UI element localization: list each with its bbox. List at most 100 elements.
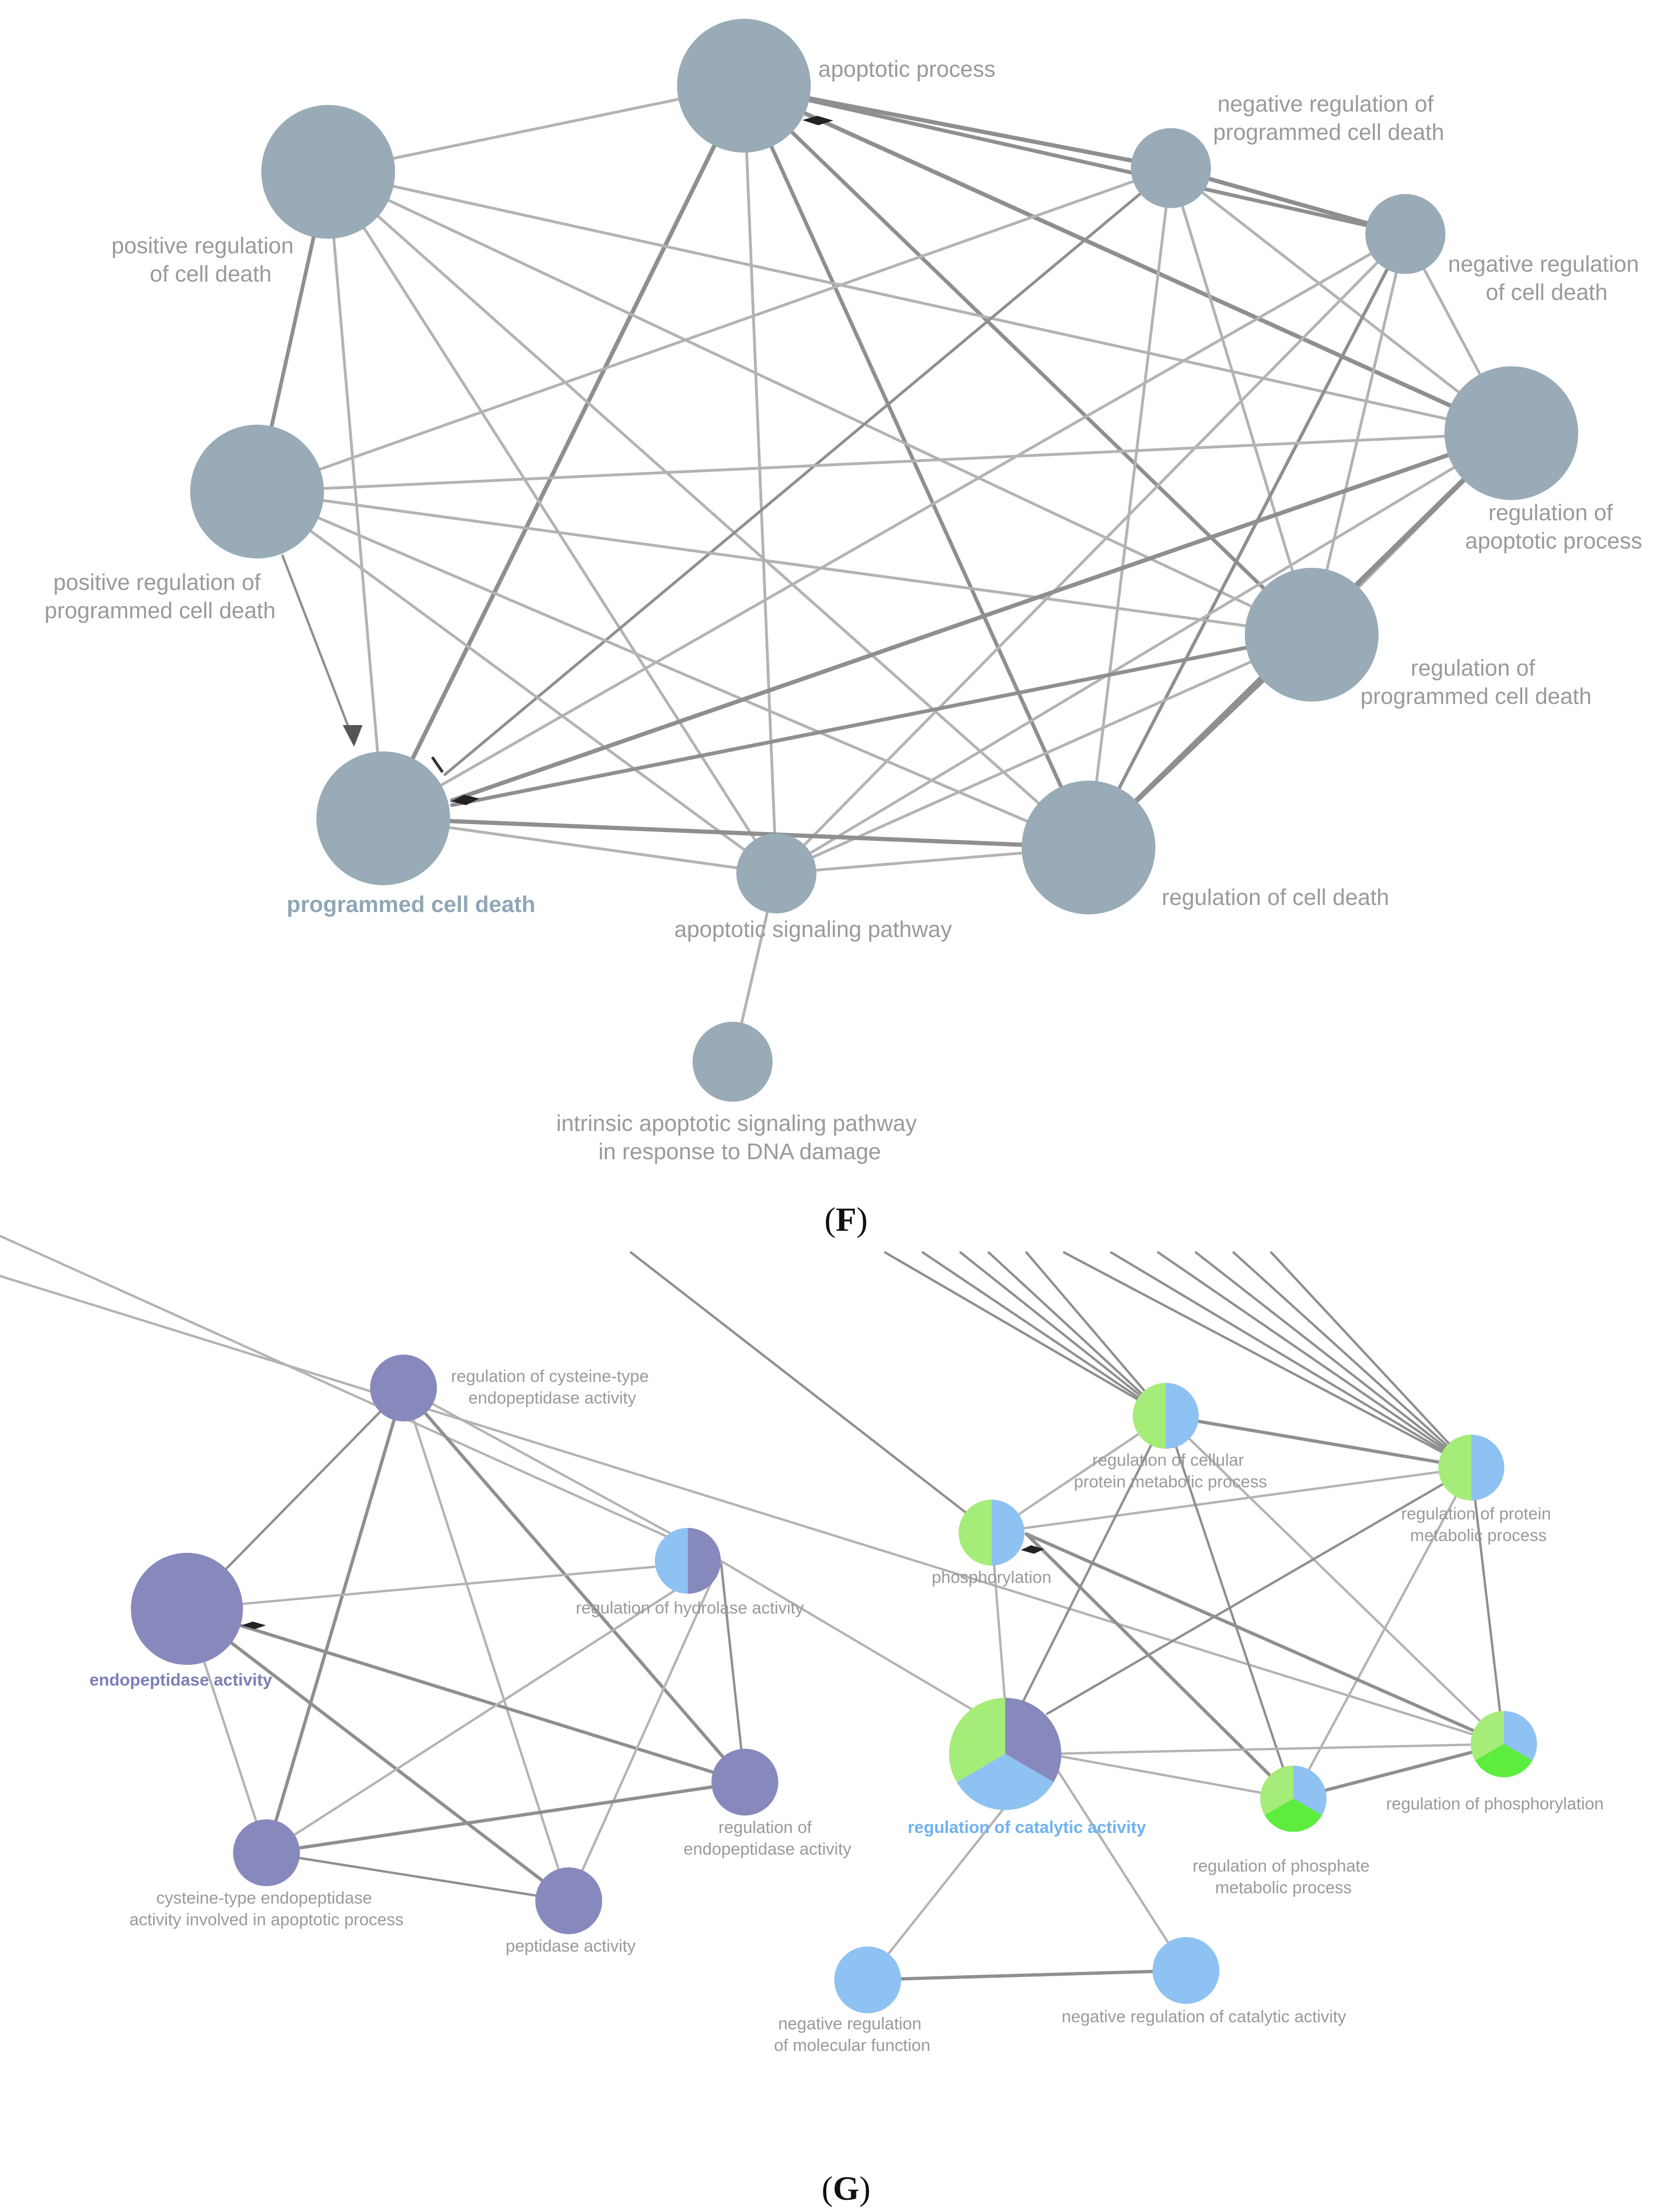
panel-f-network: apoptotic process positive regulation of…: [45, 19, 1643, 1164]
panel-f-labels: apoptotic process positive regulation of…: [45, 57, 1643, 1164]
label-line: programmed cell death: [287, 892, 535, 917]
edge: [265, 1780, 747, 1855]
node-positive-regulation-of-cell-death[interactable]: [261, 105, 395, 239]
pie-slice: [1504, 1711, 1537, 1760]
edge: [256, 432, 1513, 493]
node-programmed-cell-death[interactable]: [316, 751, 450, 885]
pie-slice: [1133, 1383, 1166, 1449]
node-negative-regulation-of-pcd[interactable]: [1131, 128, 1211, 208]
label-line: activity involved in apoptotic process: [129, 1910, 403, 1929]
label-line: regulation of: [1411, 656, 1535, 681]
label-line: regulation of hydrolase activity: [576, 1598, 804, 1617]
pie-slice: [959, 1500, 992, 1566]
node-regulation-of-pcd[interactable]: [1245, 568, 1379, 702]
node-positive-regulation-of-pcd[interactable]: [190, 425, 324, 558]
label-line: of cell death: [150, 262, 272, 287]
edge: [402, 1387, 570, 1902]
edge: [185, 1607, 571, 1903]
node-phosphorylation[interactable]: [959, 1500, 1025, 1566]
label-line: negative regulation of catalytic activit…: [1062, 2007, 1346, 2026]
node-apoptotic-signaling-pathway[interactable]: [736, 833, 816, 913]
node-neg-reg-catalytic-activity[interactable]: [1153, 1937, 1219, 2004]
panel-g-nodes: [131, 1355, 1537, 2013]
diamond-marker: [802, 116, 833, 125]
pie-slice: [1471, 1435, 1504, 1501]
label-line: negative regulation of: [1218, 92, 1434, 117]
label-line: phosphorylation: [932, 1567, 1051, 1587]
edge: [381, 83, 746, 821]
node-reg-endopeptidase-activity[interactable]: [711, 1749, 778, 1816]
pie-slice: [1438, 1435, 1471, 1501]
edge: [0, 1235, 722, 1562]
node-label: apoptotic signaling pathway: [674, 917, 952, 942]
panel-paren: (: [824, 1201, 836, 1238]
node-label: cysteine-type endopeptidase activity inv…: [129, 1888, 403, 1929]
node-reg-phosphorylation[interactable]: [1470, 1711, 1537, 1777]
diamond-marker: [451, 795, 479, 805]
node-endopeptidase-activity[interactable]: [131, 1553, 243, 1665]
edge: [265, 1386, 405, 1855]
edge: [265, 1851, 570, 1902]
node-label: regulation of programmed cell death: [1361, 656, 1592, 709]
edge: [256, 490, 778, 875]
edge: [1025, 1532, 1506, 1746]
node-reg-phosphate-metabolic[interactable]: [1260, 1765, 1327, 1832]
node-reg-hydrolase-activity[interactable]: [655, 1528, 721, 1594]
node-regulation-of-apoptotic-process[interactable]: [1444, 366, 1578, 500]
edge: [990, 1466, 1473, 1534]
edge: [1025, 1251, 1167, 1417]
label-line: apoptotic signaling pathway: [674, 917, 952, 942]
edge: [185, 1607, 747, 1784]
edge: [775, 633, 1313, 875]
label-line: regulation of phosphate: [1193, 1856, 1370, 1875]
pie-slice: [1166, 1383, 1199, 1449]
node-apoptotic-process[interactable]: [677, 19, 811, 153]
node-label: regulation of cysteine-type endopeptidas…: [451, 1366, 653, 1407]
label-line: regulation of: [1488, 501, 1613, 525]
label-line: positive regulation of: [53, 570, 261, 595]
edge: [1046, 1466, 1473, 1715]
node-peptidase-activity[interactable]: [535, 1867, 602, 1934]
node-label-highlight: endopeptidase activity: [89, 1670, 272, 1689]
edge: [1046, 1752, 1295, 1800]
node-reg-catalytic-activity[interactable]: [949, 1697, 1062, 1810]
edge: [1470, 1466, 1505, 1745]
node-negative-regulation-of-cell-death[interactable]: [1365, 194, 1445, 274]
node-label: regulation of phosphorylation: [1386, 1794, 1604, 1813]
edge: [1310, 233, 1407, 636]
node-intrinsic-apoptotic-dna[interactable]: [693, 1022, 773, 1102]
node-label: regulation of hydrolase activity: [576, 1598, 804, 1617]
edge: [1087, 167, 1172, 849]
edge: [1164, 1414, 1473, 1469]
pie-slice: [949, 1697, 1005, 1782]
edge: [987, 1251, 1167, 1417]
node-reg-protein-metabolic[interactable]: [1438, 1435, 1504, 1501]
node-label: negative regulation of molecular functio…: [774, 2014, 930, 2055]
edge: [1046, 1743, 1505, 1755]
panel-paren: ): [859, 2170, 871, 2207]
label-line: programmed cell death: [45, 598, 276, 623]
node-label: phosphorylation: [932, 1567, 1051, 1587]
panel-g-edge-markers: [242, 1545, 1044, 1629]
node-reg-cellular-protein-metabolic[interactable]: [1133, 1383, 1199, 1449]
panel-paren: ): [856, 1201, 868, 1238]
node-regulation-of-cell-death[interactable]: [1022, 781, 1155, 914]
edge: [742, 84, 778, 875]
node-reg-cysteine-endopeptidase[interactable]: [370, 1355, 437, 1421]
node-label-highlight: regulation of catalytic activity: [908, 1817, 1146, 1837]
label-line: apoptotic process: [1465, 529, 1642, 554]
node-neg-reg-molecular-function[interactable]: [834, 1946, 901, 2013]
edge: [567, 1559, 722, 1902]
node-label: regulation of endopeptidase activity: [684, 1817, 851, 1858]
node-cysteine-endopeptidase-apoptotic[interactable]: [233, 1819, 300, 1886]
label-line: metabolic process: [1410, 1526, 1547, 1545]
pie-slice: [1293, 1765, 1327, 1815]
edge: [719, 1559, 746, 1784]
inhibit-marker: [431, 756, 444, 773]
edge: [450, 431, 1514, 803]
label-line: positive regulation: [112, 234, 294, 258]
node-label: positive regulation of programmed cell d…: [45, 570, 276, 623]
edge: [921, 1251, 1167, 1417]
label-line: intrinsic apoptotic signaling pathway: [556, 1111, 917, 1136]
